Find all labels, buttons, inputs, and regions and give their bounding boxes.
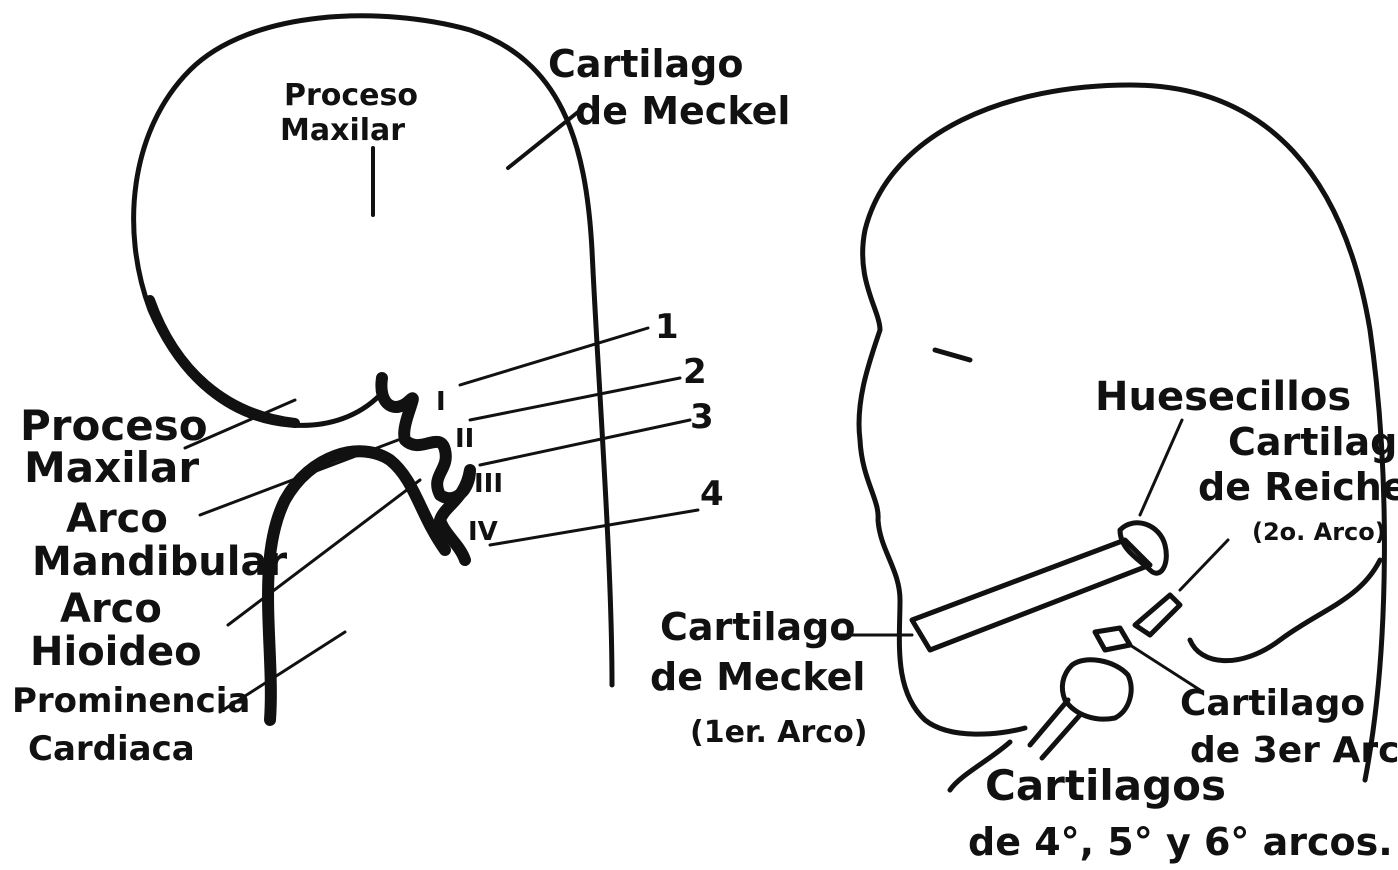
label-proceso-maxilar-top: Proceso Maxilar (280, 78, 428, 148)
pointer-reichert (1180, 540, 1228, 590)
label-cartilago-tercer-arco: Cartilago de 3er Arco (1180, 683, 1398, 771)
right-eye (935, 350, 970, 360)
pointer-1 (460, 328, 648, 385)
pointer-2 (470, 378, 680, 420)
right-jaw-outline (1190, 560, 1380, 661)
ossicles-shape (1120, 523, 1166, 573)
roman-I: I (436, 387, 446, 417)
arch-number-1: 1 (655, 307, 679, 347)
roman-III: III (474, 469, 503, 499)
arch-number-4: 4 (700, 474, 724, 514)
pointer-arco-mandibular (200, 440, 398, 515)
label-arco-hioideo: Arco Hioideo (30, 586, 202, 675)
label-cartilago-reichert: Cartilago de Reichert (2o. Arco) (1198, 420, 1398, 546)
label-prominencia-cardiaca: Prominencia Cardiaca (12, 681, 262, 769)
label-cartilagos-4-5-6: Cartilagos de 4°, 5° y 6° arcos. (968, 761, 1393, 864)
label-huesecillos: Huesecillos (1095, 374, 1351, 420)
cartilages-4-6-shape (1062, 660, 1131, 719)
arch-number-3: 3 (690, 397, 714, 437)
label-cartilago-meckel-top: Cartilago de Meckel (548, 42, 790, 133)
left-meckel-pointer (508, 112, 578, 168)
third-arch-cartilage (1095, 628, 1130, 650)
meckel-cartilage-rod (912, 540, 1150, 650)
left-cardiac-curve (268, 451, 445, 720)
arch-number-2: 2 (683, 352, 707, 392)
label-arco-mandibular: Arco Mandibular (32, 496, 287, 585)
pointer-4 (490, 510, 698, 545)
roman-II: II (455, 424, 474, 454)
label-proceso-maxilar: Proceso Maxilar (20, 401, 222, 492)
pointer-huesecillos (1140, 420, 1182, 515)
label-cartilago-meckel: Cartilago de Meckel (1er. Arco) (650, 605, 871, 750)
roman-IV: IV (468, 517, 498, 547)
reichert-cartilage (1135, 595, 1180, 635)
pointer-3 (480, 420, 690, 465)
